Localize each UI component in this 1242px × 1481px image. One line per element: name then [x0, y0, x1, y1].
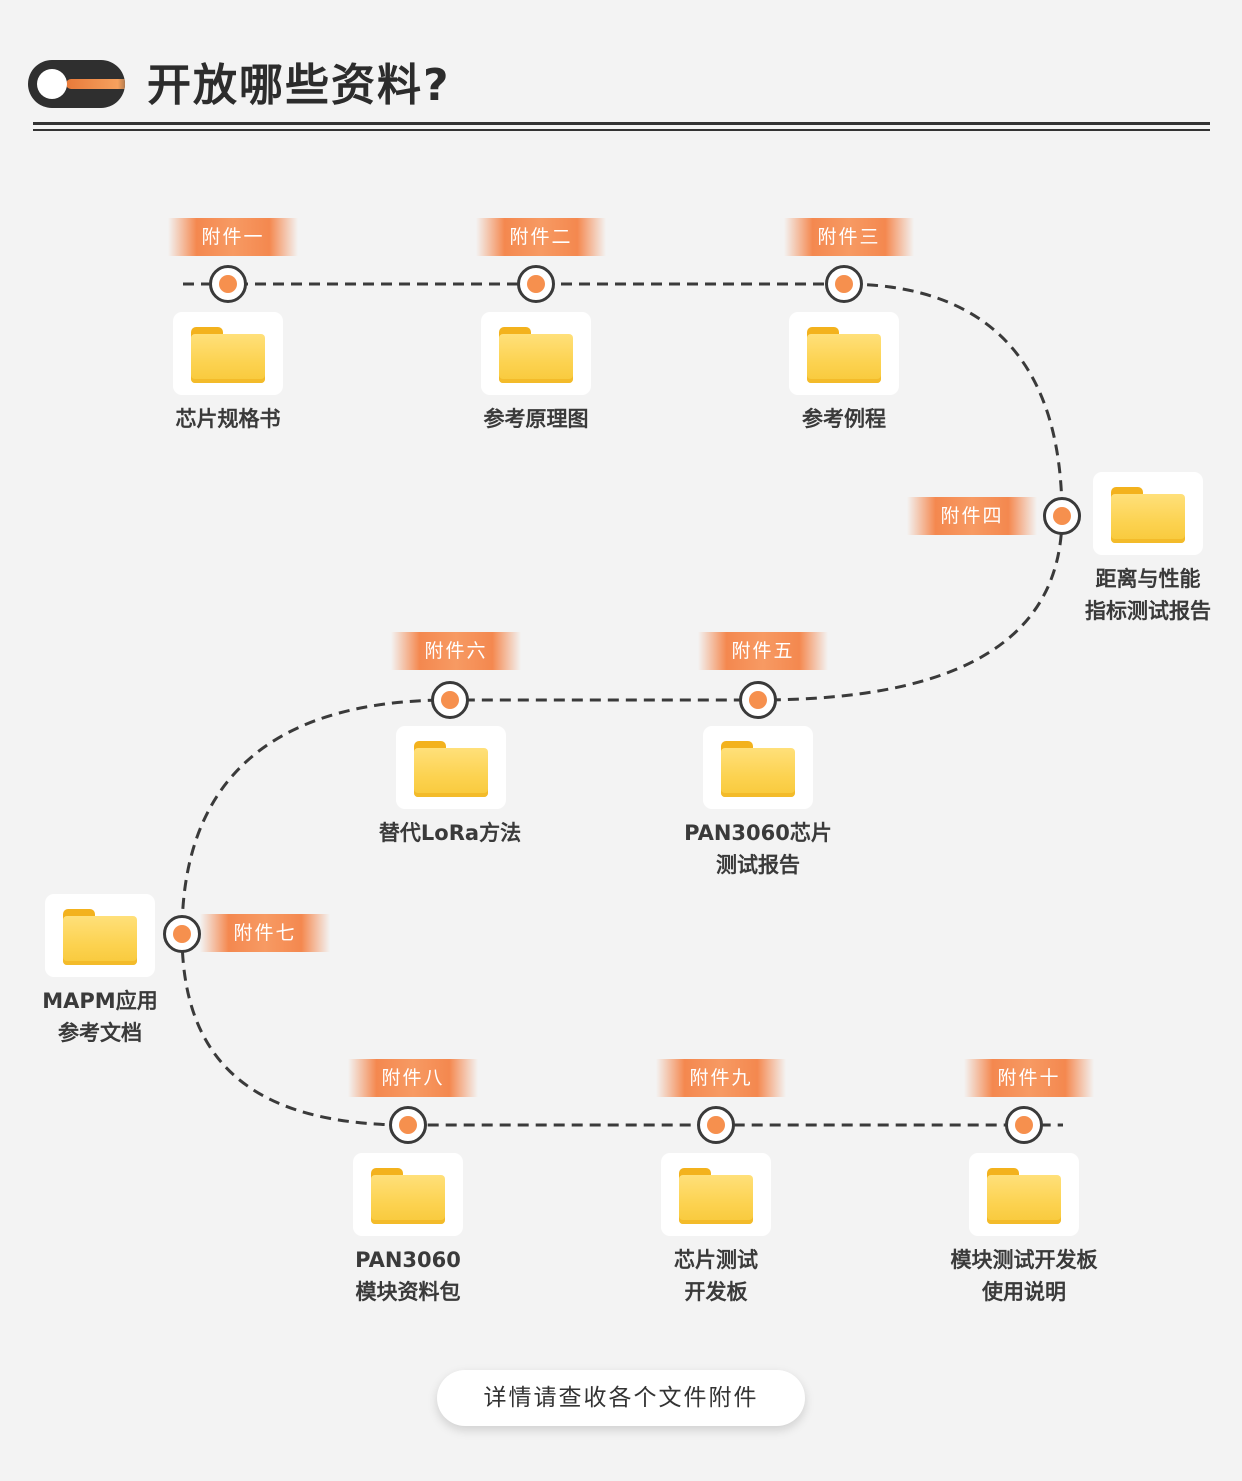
file-card-1[interactable] — [173, 312, 283, 395]
attachment-tag-3: 附件三 — [784, 218, 914, 256]
file-label-1: 芯片规格书 — [118, 403, 338, 435]
timeline-node-9 — [697, 1106, 735, 1144]
file-label-line: 参考原理图 — [483, 407, 589, 431]
header-rule-thick — [33, 122, 1210, 125]
folder-icon — [499, 327, 573, 383]
file-label-line: 模块测试开发板 — [950, 1248, 1098, 1272]
file-label-9: 芯片测试 开发板 — [606, 1244, 826, 1308]
timeline-node-3 — [825, 265, 863, 303]
file-label-line: 替代LoRa方法 — [378, 821, 522, 845]
timeline-node-4 — [1043, 497, 1081, 535]
attachment-tag-1: 附件一 — [168, 218, 298, 256]
file-label-line: 芯片测试 — [674, 1248, 758, 1272]
timeline-node-8 — [389, 1106, 427, 1144]
timeline-node-7 — [163, 915, 201, 953]
folder-icon — [371, 1168, 445, 1224]
file-label-line: 模块资料包 — [355, 1280, 461, 1304]
file-label-6: 替代LoRa方法 — [340, 817, 560, 849]
page-title: 开放哪些资料? — [147, 60, 451, 111]
folder-icon — [63, 909, 137, 965]
file-label-line: 参考文档 — [58, 1021, 142, 1045]
file-label-line: 使用说明 — [982, 1280, 1066, 1304]
file-label-10: 模块测试开发板 使用说明 — [914, 1244, 1134, 1308]
file-card-9[interactable] — [661, 1153, 771, 1236]
attachment-tag-6: 附件六 — [391, 632, 521, 670]
file-label-line: 指标测试报告 — [1085, 599, 1211, 623]
folder-icon — [679, 1168, 753, 1224]
file-label-line: 距离与性能 — [1095, 567, 1201, 591]
timeline-node-6 — [431, 681, 469, 719]
file-card-10[interactable] — [969, 1153, 1079, 1236]
file-label-4: 距离与性能 指标测试报告 — [1038, 563, 1242, 627]
footer-note: 详情请查收各个文件附件 — [437, 1370, 805, 1426]
file-card-8[interactable] — [353, 1153, 463, 1236]
file-label-line: 参考例程 — [802, 407, 886, 431]
attachment-tag-4: 附件四 — [907, 497, 1037, 535]
timeline-node-1 — [209, 265, 247, 303]
header-toggle-icon — [28, 60, 125, 108]
folder-icon — [987, 1168, 1061, 1224]
file-label-8: PAN3060 模块资料包 — [298, 1244, 518, 1308]
file-label-line: PAN3060芯片 — [684, 821, 832, 845]
attachment-tag-7: 附件七 — [200, 914, 330, 952]
toggle-knob — [37, 69, 67, 99]
file-card-6[interactable] — [396, 726, 506, 809]
file-label-7: MAPM应用 参考文档 — [0, 985, 210, 1049]
file-label-line: 芯片规格书 — [175, 407, 281, 431]
timeline-node-10 — [1005, 1106, 1043, 1144]
attachment-tag-8: 附件八 — [348, 1059, 478, 1097]
file-card-3[interactable] — [789, 312, 899, 395]
folder-icon — [1111, 487, 1185, 543]
folder-icon — [807, 327, 881, 383]
file-label-2: 参考原理图 — [426, 403, 646, 435]
file-label-5: PAN3060芯片 测试报告 — [648, 817, 868, 881]
folder-icon — [191, 327, 265, 383]
file-card-2[interactable] — [481, 312, 591, 395]
timeline-node-5 — [739, 681, 777, 719]
file-label-line: PAN3060 — [355, 1248, 461, 1272]
file-card-7[interactable] — [45, 894, 155, 977]
file-card-5[interactable] — [703, 726, 813, 809]
timeline-node-2 — [517, 265, 555, 303]
attachment-tag-9: 附件九 — [656, 1059, 786, 1097]
folder-icon — [414, 741, 488, 797]
attachment-tag-10: 附件十 — [964, 1059, 1094, 1097]
attachment-tag-5: 附件五 — [698, 632, 828, 670]
file-label-line: 测试报告 — [716, 853, 800, 877]
header-rule-thin — [33, 129, 1210, 131]
folder-icon — [721, 741, 795, 797]
file-label-line: MAPM应用 — [42, 989, 158, 1013]
file-card-4[interactable] — [1093, 472, 1203, 555]
attachment-tag-2: 附件二 — [476, 218, 606, 256]
file-label-line: 开发板 — [684, 1280, 748, 1304]
file-label-3: 参考例程 — [734, 403, 954, 435]
toggle-stripe — [66, 79, 125, 89]
